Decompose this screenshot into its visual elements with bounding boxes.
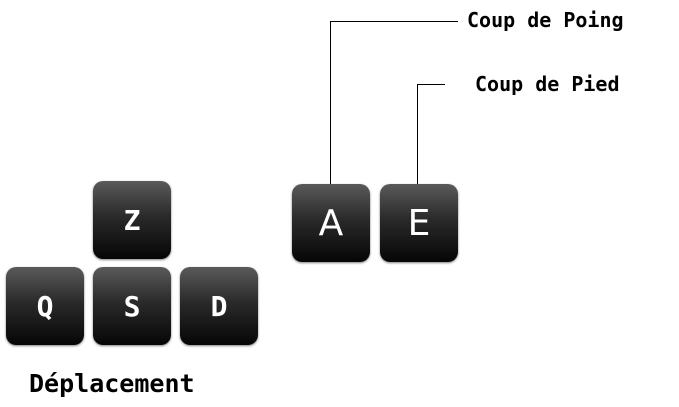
punch-label: Coup de Poing bbox=[467, 8, 624, 32]
key-q-label: Q bbox=[36, 289, 54, 323]
kick-connector-horizontal bbox=[417, 84, 445, 85]
key-s-label: S bbox=[123, 289, 141, 323]
key-z-label: Z bbox=[123, 203, 141, 237]
kick-connector-vertical bbox=[417, 84, 418, 184]
key-e[interactable]: E bbox=[380, 184, 458, 262]
key-z[interactable]: Z bbox=[93, 181, 171, 259]
movement-label: Déplacement bbox=[29, 369, 195, 398]
key-d[interactable]: D bbox=[180, 267, 258, 345]
punch-connector-vertical bbox=[330, 21, 331, 184]
key-s[interactable]: S bbox=[93, 267, 171, 345]
key-q[interactable]: Q bbox=[6, 267, 84, 345]
key-d-label: D bbox=[210, 289, 228, 323]
kick-label: Coup de Pied bbox=[475, 72, 620, 96]
key-e-label: E bbox=[407, 202, 431, 244]
punch-connector-horizontal bbox=[330, 21, 458, 22]
key-a-label: A bbox=[318, 202, 344, 244]
key-a[interactable]: A bbox=[292, 184, 370, 262]
